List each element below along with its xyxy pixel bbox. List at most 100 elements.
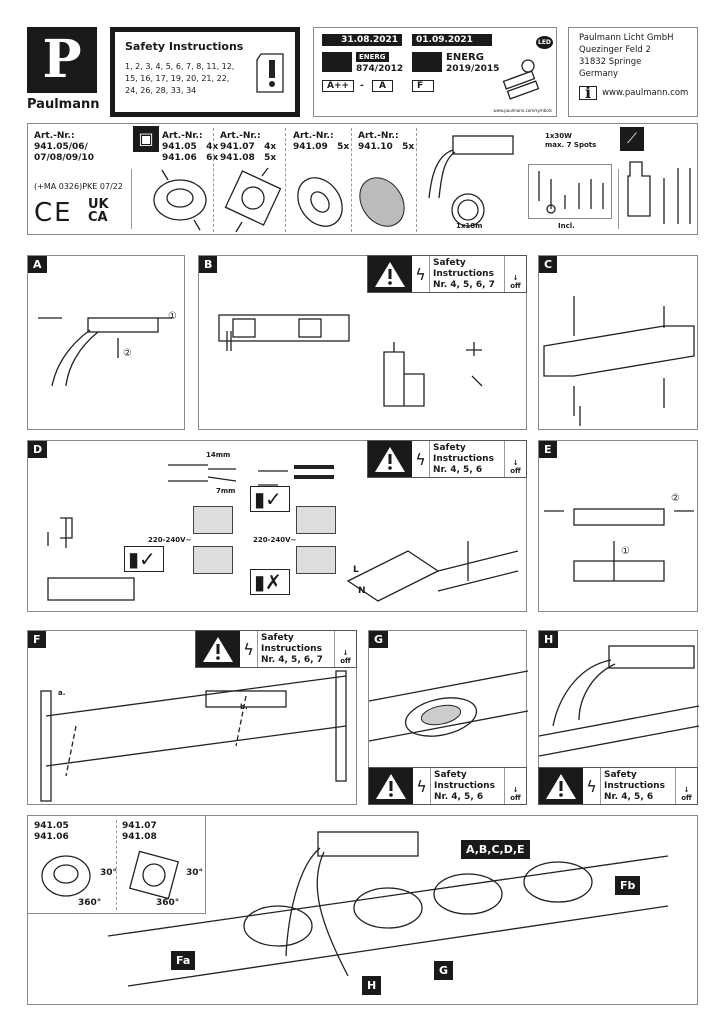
strip-numbers: Nr. 4, 5, 6, 7 xyxy=(433,280,495,290)
item-941-09: Art.-Nr.:941.09 5x xyxy=(293,131,350,152)
warning-triangle-icon xyxy=(375,262,405,287)
power-off-icon: ↓off xyxy=(334,631,356,667)
driver-open-drawing xyxy=(38,317,172,387)
drill-and-screwdrivers-drawing xyxy=(627,161,691,224)
date-new: 01.09.2021 xyxy=(412,34,492,46)
tag-fa: Fa xyxy=(171,951,196,970)
ukca-line2: CA xyxy=(88,210,108,225)
step-g-label: G xyxy=(369,631,389,648)
brand-logo: P Paulmann xyxy=(27,27,100,117)
tag-steps-a-e: A,B,C,D,E xyxy=(461,840,530,859)
voltage-label-2: 220-240V~ xyxy=(253,536,297,544)
mounting-plate-drawing xyxy=(218,314,350,351)
strip-numbers: Nr. 4, 5, 6 xyxy=(604,792,654,802)
tilt-angle-square: 30° xyxy=(186,868,204,878)
driver-screwdriver-drawing xyxy=(47,517,135,601)
eu-flag-icon xyxy=(322,52,352,72)
warning-triangle-icon xyxy=(376,774,406,799)
warning-triangle-icon xyxy=(546,774,576,799)
tilt-angle-round: 30° xyxy=(100,868,118,878)
warning-triangle-icon xyxy=(203,637,233,662)
website-link[interactable]: www.paulmann.com xyxy=(602,88,689,98)
city: 31832 Springe xyxy=(579,57,642,67)
ukca-line1: UK xyxy=(88,197,109,212)
driver-wire-connect-drawing xyxy=(538,645,700,757)
round-spot-rotation-drawing xyxy=(41,855,91,897)
flat-spot-drawing xyxy=(297,177,343,227)
product-contents-panel: Art.-Nr.: 941.05/06/ 07/08/09/10 (+MA 03… xyxy=(27,123,698,235)
substep-a: a. xyxy=(58,689,66,697)
tag-h: H xyxy=(362,976,382,995)
safety-instructions-box: Safety Instructions 1, 2, 3, 4, 5, 6, 7,… xyxy=(110,27,300,117)
safety-numbers: 1, 2, 3, 4, 5, 6, 7, 8, 11, 12, 15, 16, … xyxy=(125,62,235,95)
hardware-icons xyxy=(538,171,604,214)
rotation-inset xyxy=(28,816,206,914)
power-off-icon: ↓off xyxy=(504,441,526,477)
neutral-label: N xyxy=(358,586,366,596)
cable-strip-drawing xyxy=(168,464,237,482)
tools-icon: ⟋ xyxy=(620,127,644,151)
square-spot-rotation-drawing xyxy=(128,850,180,900)
country: Germany xyxy=(579,69,619,79)
document-warning-icon xyxy=(256,53,284,93)
drill-drawing xyxy=(383,342,483,407)
info-icon: i xyxy=(579,85,598,101)
strip-numbers: Nr. 4, 5, 6 xyxy=(434,792,484,802)
box-contents-icon: ▣ xyxy=(133,126,159,152)
class-old-from: A++ xyxy=(322,80,355,92)
step-a-panel: A ① ② xyxy=(27,255,185,430)
item-941-10: Art.-Nr.:941.10 5x xyxy=(358,131,415,152)
crystal-spot-drawing xyxy=(359,177,405,227)
step-a-label: A xyxy=(28,256,47,273)
symbols-icon xyxy=(502,59,540,100)
strip-length-14mm: 14mm xyxy=(206,451,231,459)
round-spot-drawing xyxy=(153,169,207,231)
power-off-icon: ↓off xyxy=(675,768,697,804)
correct-check-icon: ▮✓ xyxy=(124,546,164,572)
step-b-label: B xyxy=(199,256,218,273)
energ-old: ENERG xyxy=(356,52,389,62)
company: Paulmann Licht GmbH xyxy=(579,33,674,43)
step-c-panel: C xyxy=(538,255,698,430)
address-box: Paulmann Licht GmbH Quezinger Feld 2 318… xyxy=(568,27,698,117)
step-c-label: C xyxy=(539,256,558,273)
class-dash: - xyxy=(360,81,364,91)
eu-flag-icon xyxy=(412,52,442,72)
class-new: F xyxy=(412,80,435,92)
led-icon: LED xyxy=(536,36,553,49)
step-b-panel: B xyxy=(198,255,527,430)
live-label: L xyxy=(353,565,359,575)
strip-numbers: Nr. 4, 5, 6, 7 xyxy=(261,655,323,665)
electric-shock-icon: ϟ xyxy=(583,768,601,804)
strip-line1: Safety xyxy=(433,258,466,268)
class-old-to: A xyxy=(372,80,393,92)
driver-screw-mount-drawing xyxy=(543,296,695,426)
energ-new: ENERG xyxy=(446,52,484,63)
rotate-angle-square: 360° xyxy=(156,898,180,908)
electric-shock-icon: ϟ xyxy=(412,441,430,477)
step-2-marker: ② xyxy=(671,493,680,504)
terminal-block-4 xyxy=(296,546,336,574)
spot-on-wire-drawing xyxy=(368,670,529,742)
logo-p-mark: P xyxy=(27,27,97,93)
connection-closeup-drawing xyxy=(346,541,519,602)
art-nr-all: Art.-Nr.: 941.05/06/ 07/08/09/10 xyxy=(34,131,94,163)
driver-cover-drawing xyxy=(544,508,694,582)
terminal-block-1 xyxy=(193,506,233,534)
driver-drawing xyxy=(428,135,514,227)
electric-shock-icon: ϟ xyxy=(413,768,431,804)
step-1-marker: ① xyxy=(621,546,630,557)
reg-old: 874/2012 xyxy=(356,64,404,74)
step-h-label: H xyxy=(539,631,559,648)
strip-numbers: Nr. 4, 5, 6 xyxy=(433,465,483,475)
correct-check-icon: ▮✓ xyxy=(250,486,290,512)
symbols-url: www.paulmann.com/symbols xyxy=(493,108,552,113)
